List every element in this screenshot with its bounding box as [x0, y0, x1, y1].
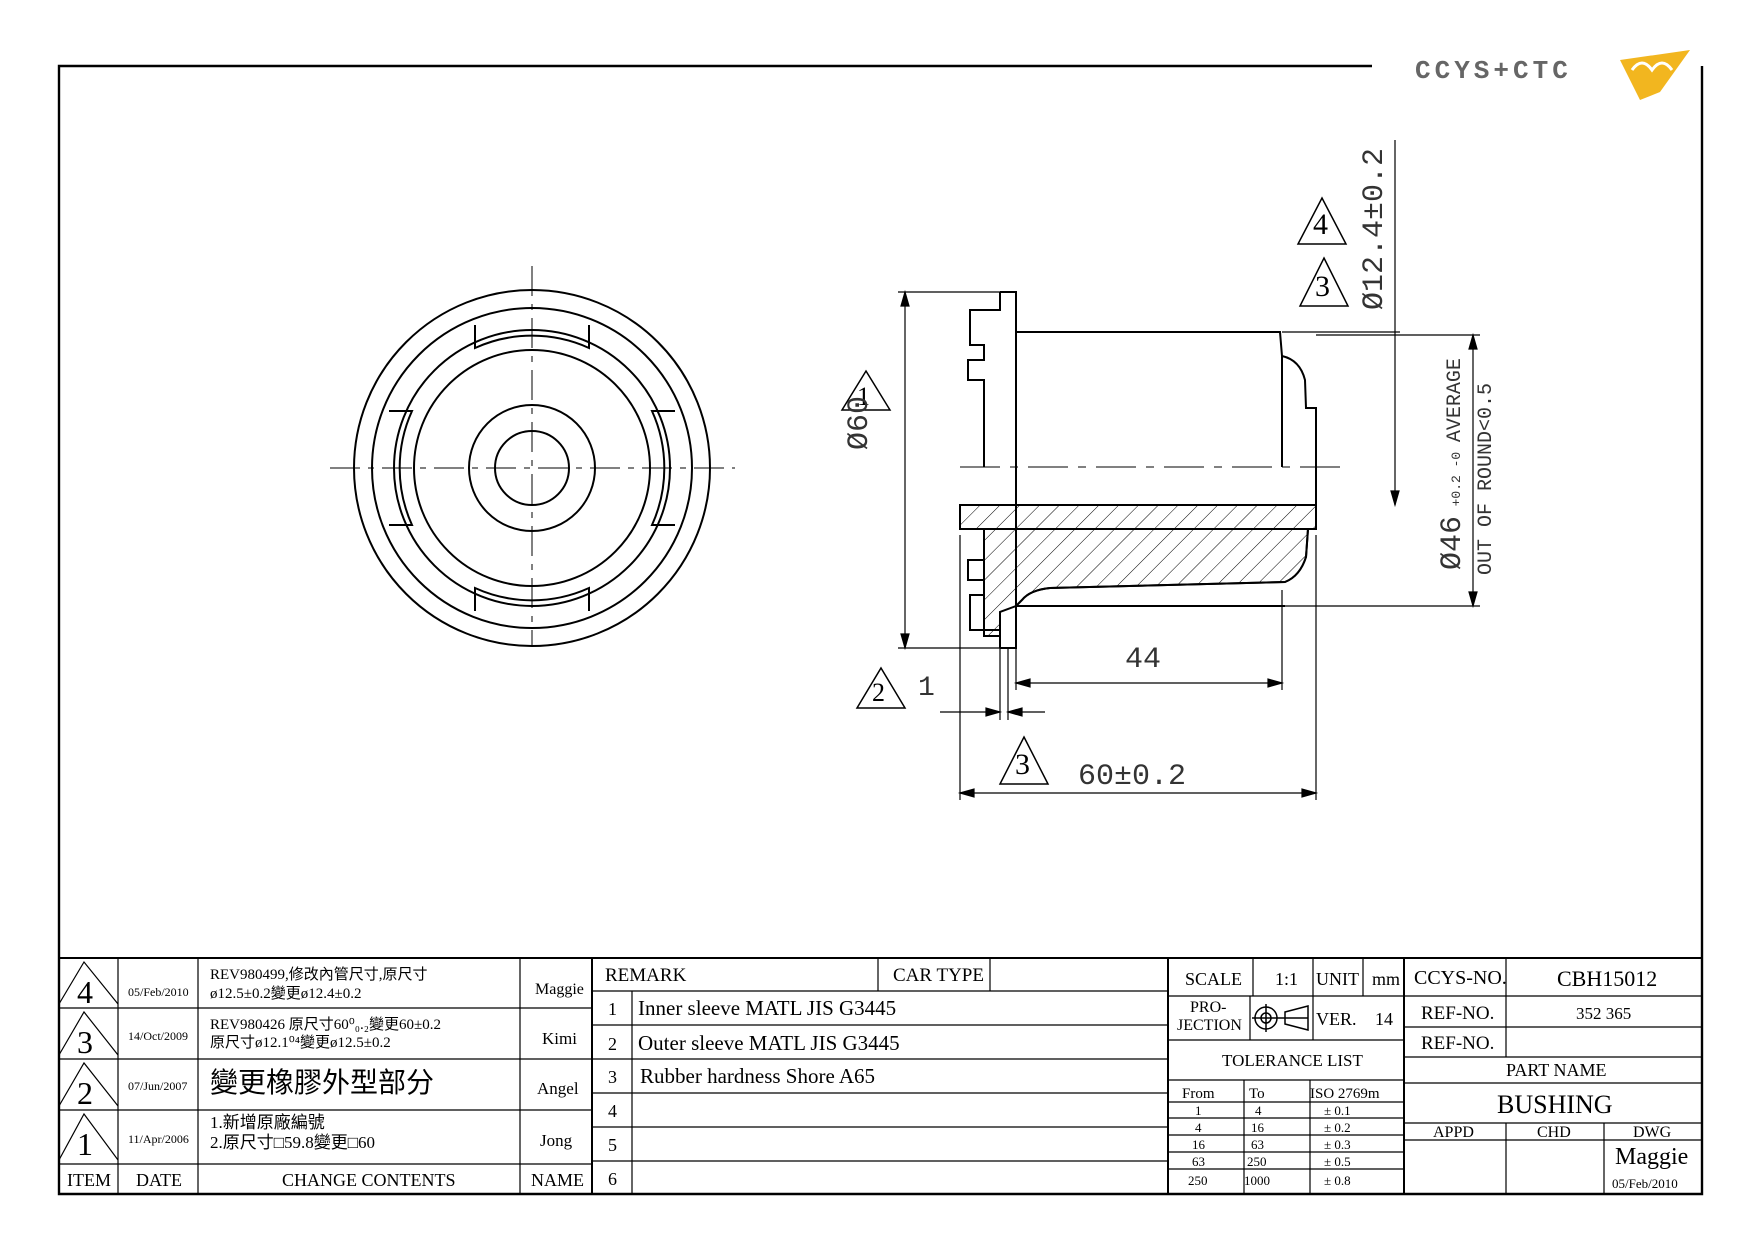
rev-name-1: Jong: [540, 1131, 573, 1150]
drawn-date: 05/Feb/2010: [1612, 1176, 1678, 1191]
front-view: [330, 266, 735, 647]
rev-content-4a: REV980499,修改內管尺寸,原尺寸: [210, 967, 428, 983]
tolerance-title: TOLERANCE LIST: [1222, 1051, 1363, 1070]
dimension-lines: [898, 140, 1480, 800]
rev-content-4b: ø12.5±0.2變更ø12.4±0.2: [210, 986, 362, 1002]
dim-total-length: 60±0.2: [1078, 760, 1187, 794]
rev-content-1b: 2.原尺寸□59.8變更□60: [210, 1133, 376, 1152]
tol-from-3: 16: [1192, 1137, 1205, 1152]
rev-header-name: NAME: [531, 1170, 584, 1190]
rev-date-3: 14/Oct/2009: [128, 1029, 188, 1043]
tol-val-1: ± 0.1: [1324, 1103, 1351, 1118]
rev-name-2: Angel: [537, 1079, 579, 1098]
ver-value: 14: [1375, 1009, 1393, 1029]
tol-to-3: 63: [1251, 1137, 1264, 1152]
dim-length-44: 44: [1125, 643, 1162, 677]
tol-to-4: 250: [1247, 1154, 1267, 1169]
ccys-no-value: CBH15012: [1557, 966, 1658, 991]
scale-value: 1:1: [1275, 969, 1299, 989]
tol-to-1: 4: [1255, 1103, 1262, 1118]
rev-content-2a: 變更橡膠外型部分: [210, 1068, 435, 1099]
ver-label: VER.: [1316, 1009, 1357, 1029]
remark-no-3: 3: [608, 1067, 617, 1087]
rev-item-2: 2: [77, 1075, 93, 1111]
remark-text-1: Inner sleeve MATL JIS G3445: [638, 996, 897, 1020]
tol-val-3: ± 0.3: [1324, 1137, 1351, 1152]
tol-to-5: 1000: [1244, 1173, 1270, 1188]
tol-from-5: 250: [1188, 1173, 1208, 1188]
tol-val-4: ± 0.5: [1324, 1154, 1351, 1169]
tol-from-2: 4: [1195, 1120, 1202, 1135]
remark-header: REMARK: [605, 965, 687, 986]
tol-val-5: ± 0.8: [1324, 1173, 1351, 1188]
ref-no-value-1: 352 365: [1576, 1004, 1632, 1023]
unit-value: mm: [1372, 969, 1401, 989]
drawn-by: Maggie: [1615, 1144, 1689, 1170]
remark-text-2: Outer sleeve MATL JIS G3445: [638, 1031, 900, 1055]
car-type-header: CAR TYPE: [893, 965, 984, 986]
projection-label-1: PRO-: [1190, 999, 1227, 1016]
dwg-label: DWG: [1633, 1124, 1672, 1141]
rev-marker-3b: 3: [1015, 748, 1030, 781]
remark-no-2: 2: [608, 1034, 617, 1054]
tol-to-2: 16: [1251, 1120, 1264, 1135]
rev-content-1a: 1.新增原廠編號: [210, 1113, 325, 1132]
company-logo: CCYS+CTC: [1415, 56, 1572, 86]
rev-date-4: 05/Feb/2010: [128, 985, 189, 999]
projection-symbol-icon: [1252, 1004, 1309, 1032]
tol-from-1: 1: [1195, 1103, 1202, 1118]
remark-no-6: 6: [608, 1169, 617, 1189]
remark-no-1: 1: [608, 999, 617, 1019]
rev-marker-2: 2: [872, 678, 885, 707]
rev-name-3: Kimi: [542, 1029, 577, 1048]
projection-label-2: JECTION: [1177, 1017, 1242, 1034]
rev-marker-1: 1: [857, 382, 870, 411]
appd-label: APPD: [1433, 1124, 1474, 1141]
part-name-label: PART NAME: [1506, 1060, 1607, 1080]
unit-label: UNIT: [1316, 969, 1359, 989]
revision-triangles: [840, 196, 1350, 785]
tol-from-4: 63: [1192, 1154, 1205, 1169]
rev-item-1: 1: [77, 1126, 93, 1162]
part-name-value: BUSHING: [1497, 1090, 1613, 1119]
rev-date-1: 11/Apr/2006: [128, 1132, 189, 1146]
chd-label: CHD: [1537, 1124, 1571, 1141]
tol-val-2: ± 0.2: [1324, 1120, 1351, 1135]
rev-item-4: 4: [77, 974, 93, 1010]
tol-header-from: From: [1182, 1086, 1215, 1102]
ref-no-label-2: REF-NO.: [1421, 1033, 1495, 1054]
scale-label: SCALE: [1185, 969, 1243, 989]
rev-marker-4: 4: [1313, 208, 1328, 241]
rev-header-contents: CHANGE CONTENTS: [282, 1170, 456, 1190]
dim-flange-1: 1: [918, 673, 935, 704]
tol-header-iso: ISO 2769m: [1310, 1086, 1380, 1102]
rev-item-3: 3: [77, 1024, 93, 1060]
remark-text-3: Rubber hardness Shore A65: [640, 1064, 876, 1088]
ccys-no-label: CCYS-NO.: [1414, 967, 1507, 989]
remark-no-4: 4: [608, 1101, 617, 1121]
tol-header-to: To: [1249, 1086, 1265, 1102]
rev-marker-3a: 3: [1315, 270, 1330, 303]
rev-header-item: ITEM: [67, 1170, 111, 1190]
rev-date-2: 07/Jun/2007: [128, 1079, 188, 1093]
rev-content-3b: 原尺寸ø12.1⁰⁴變更ø12.5±0.2: [210, 1035, 391, 1051]
rev-content-3a: REV980426 原尺寸60⁰₀.₂變更60±0.2: [210, 1017, 441, 1033]
remark-no-5: 5: [608, 1135, 617, 1155]
rev-header-date: DATE: [136, 1170, 182, 1190]
logo-mark: [1620, 50, 1690, 100]
ref-no-label-1: REF-NO.: [1421, 1003, 1495, 1024]
rev-name-4: Maggie: [535, 981, 584, 998]
drawing-frame: [57, 64, 1704, 1196]
